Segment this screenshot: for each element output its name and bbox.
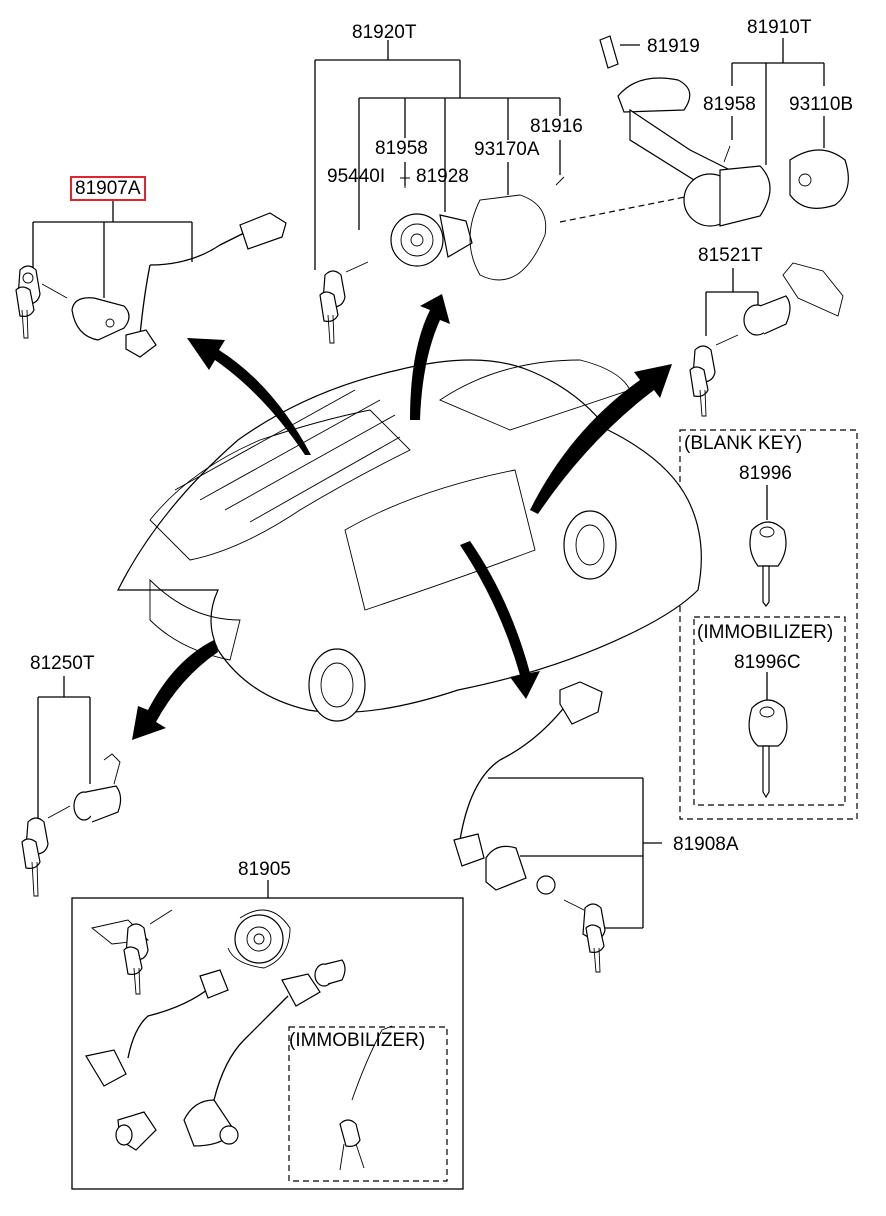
blank-key-box bbox=[679, 429, 858, 820]
part-ignition-81920T bbox=[319, 176, 565, 344]
note-blank-key: (BLANK KEY) bbox=[684, 433, 803, 454]
leader-81907A bbox=[32, 200, 193, 298]
vehicle-illustration bbox=[117, 359, 702, 722]
leader-81910T bbox=[620, 38, 825, 165]
callout-81916[interactable]: 81916 bbox=[530, 116, 583, 137]
callout-81905[interactable]: 81905 bbox=[238, 859, 291, 880]
leader-81250T bbox=[37, 676, 91, 820]
callout-81928[interactable]: 81928 bbox=[416, 166, 469, 187]
leader-81521T bbox=[705, 268, 759, 336]
callout-93170A[interactable]: 93170A bbox=[474, 139, 540, 160]
location-arrows bbox=[132, 294, 672, 740]
arrow-to-81908A bbox=[460, 541, 540, 699]
callout-81908A[interactable]: 81908A bbox=[673, 834, 739, 855]
callout-81996[interactable]: 81996 bbox=[739, 463, 792, 484]
leader-81908A bbox=[488, 777, 662, 929]
callout-81521T[interactable]: 81521T bbox=[698, 245, 763, 266]
callout-93110B[interactable]: 93110B bbox=[789, 94, 854, 115]
callout-81250T[interactable]: 81250T bbox=[30, 653, 95, 674]
callout-81958-upper-left[interactable]: 81958 bbox=[375, 138, 428, 159]
arrow-to-81920T bbox=[410, 294, 450, 420]
immobilizer-set-box bbox=[288, 1026, 448, 1182]
callout-81910T[interactable]: 81910T bbox=[747, 17, 812, 38]
part-door-harness-81908A bbox=[453, 681, 606, 973]
callout-81996C[interactable]: 81996C bbox=[734, 652, 801, 673]
arrow-to-81521T bbox=[530, 364, 672, 514]
callout-81958-upper-right[interactable]: 81958 bbox=[703, 94, 756, 115]
note-immobilizer-key: (IMMOBILIZER) bbox=[697, 622, 834, 643]
note-immobilizer-set: (IMMOBILIZER) bbox=[289, 1030, 426, 1051]
callout-95440I[interactable]: 95440I bbox=[327, 166, 386, 187]
part-steering-lock-81910T bbox=[559, 35, 849, 227]
callout-81919[interactable]: 81919 bbox=[647, 36, 700, 57]
leader-81920T bbox=[314, 40, 561, 270]
callout-81920T[interactable]: 81920T bbox=[352, 22, 417, 43]
part-door-lock-81521T bbox=[689, 262, 844, 417]
part-set-81905-contents bbox=[85, 909, 393, 1171]
part-blank-key-81996 bbox=[749, 521, 787, 607]
arrow-to-81250T bbox=[132, 640, 218, 740]
part-immobilizer-key-81996C bbox=[748, 699, 788, 799]
callout-81907A-selected[interactable]: 81907A bbox=[70, 176, 146, 201]
immobilizer-key-box bbox=[693, 616, 846, 806]
part-tailgate-lock-81250T bbox=[21, 753, 122, 897]
arrow-to-81907A bbox=[187, 338, 311, 455]
part-key-set-81907A bbox=[15, 212, 287, 358]
